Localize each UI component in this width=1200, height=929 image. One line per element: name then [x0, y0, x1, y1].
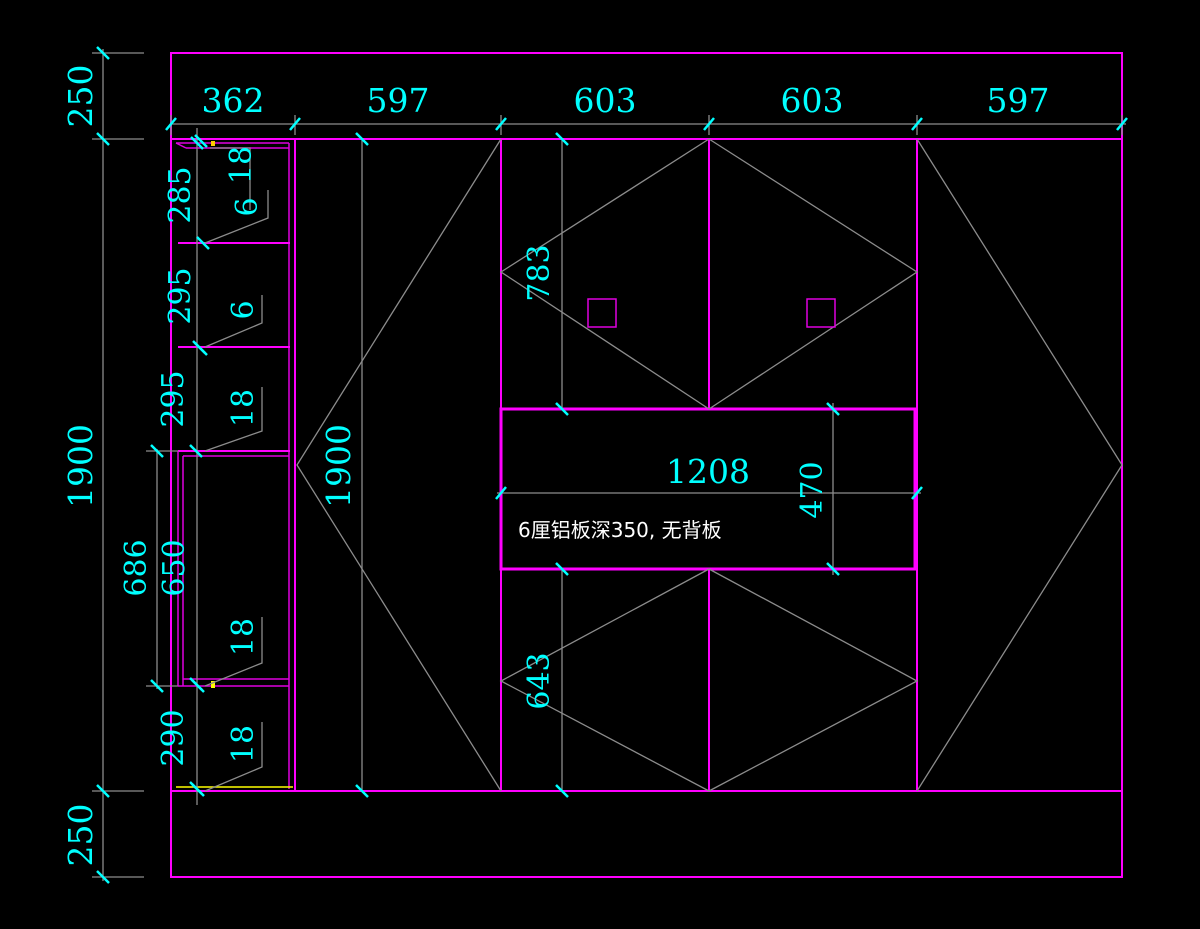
section-dim-2: 295	[163, 267, 198, 324]
lower-height-dim: 643	[522, 652, 557, 709]
shelf-height-dim: 470	[795, 461, 830, 518]
drawer-inner-dim: 650	[157, 539, 192, 596]
shelf-width-dim: 1208	[666, 452, 750, 491]
upper-dim-tick	[555, 402, 569, 416]
drawer-outer-dim: 686	[119, 539, 154, 596]
shelf-height-tick	[826, 562, 840, 576]
leader-lines	[204, 147, 269, 792]
top-dim-2: 597	[367, 81, 430, 120]
shelf-width-tick	[495, 486, 507, 500]
top-dim-3: 603	[574, 81, 637, 120]
left-column	[175, 139, 296, 791]
section-dim-3: 295	[156, 370, 191, 427]
left-column-ticks	[189, 134, 210, 797]
shelf-width-tick	[911, 486, 923, 500]
left-dim-bottom-gap: 250	[61, 804, 100, 867]
upper-dim-tick	[555, 132, 569, 146]
top-dim-4: 603	[781, 81, 844, 120]
shelf-note: 6厘铝板深350, 无背板	[518, 518, 722, 542]
thickness-label-4: 18	[226, 389, 261, 427]
thickness-label-5: 18	[226, 618, 261, 656]
yellow-marker	[211, 141, 215, 146]
handle-right	[806, 298, 836, 328]
middle-section	[499, 138, 919, 792]
left-dim-top-gap: 250	[61, 65, 100, 128]
upper-height-dim: 783	[522, 244, 557, 301]
drawer-dim-tick	[150, 679, 164, 693]
lower-dim-tick	[555, 562, 569, 576]
thickness-label-6: 18	[226, 725, 261, 763]
left-dimension-ticks	[92, 46, 144, 884]
yellow-marker	[211, 681, 215, 688]
thickness-label-2: 6	[230, 197, 265, 216]
section-dim-4: 290	[156, 709, 191, 766]
lower-dim-tick	[555, 784, 569, 798]
door-right	[916, 138, 1123, 792]
outer-frame	[170, 52, 1123, 878]
top-dim-1: 362	[202, 81, 265, 120]
drawer-dim-tick	[150, 444, 164, 458]
handle-left	[587, 298, 617, 328]
door-height-dim: 1900	[319, 424, 358, 508]
top-dim-5: 597	[987, 81, 1050, 120]
thickness-label-3: 6	[226, 300, 261, 319]
thickness-label-1: 18	[224, 146, 259, 184]
shelf-height-tick	[826, 402, 840, 416]
left-dim-total: 1900	[61, 424, 100, 508]
section-dim-1: 285	[163, 166, 198, 223]
top-dimension-ticks	[165, 115, 1128, 135]
